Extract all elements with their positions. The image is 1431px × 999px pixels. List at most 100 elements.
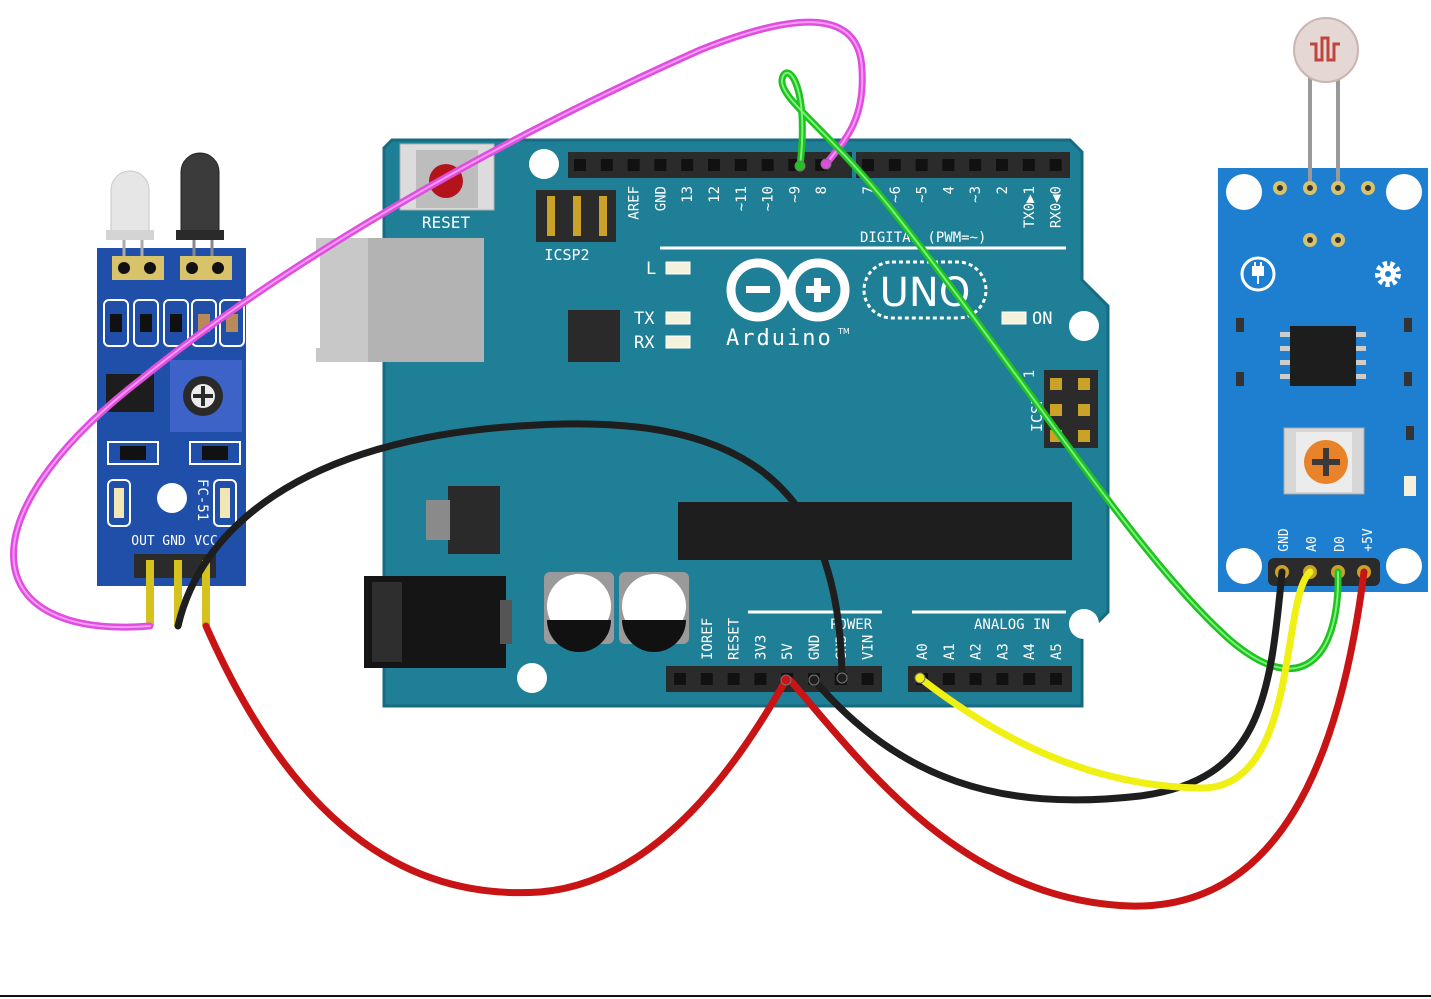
usb-port (300, 238, 484, 362)
digital-pin-label: ~11 (734, 186, 750, 211)
analog-pin-label: A1 (942, 643, 958, 660)
wire-end (914, 672, 926, 684)
analog-pin-label: A2 (969, 643, 985, 660)
analog-pin-hole[interactable] (996, 673, 1009, 685)
ir-pin-gnd[interactable] (174, 560, 182, 626)
arduino-infinity-logo (726, 258, 850, 322)
smd-resistors (103, 299, 245, 347)
ir-pin-out[interactable] (146, 560, 154, 626)
digital-pin-hole[interactable] (862, 159, 874, 171)
power-pin-hole[interactable] (674, 673, 686, 685)
wire-end (794, 160, 806, 172)
icsp2-label: ICSP2 (544, 246, 589, 264)
digital-pin-hole[interactable] (627, 159, 640, 171)
capacitor-2 (619, 572, 689, 652)
digital-pin-hole[interactable] (888, 159, 901, 171)
digital-label: DIGITAL (PWM=~) (860, 230, 986, 246)
power-pin-label: 5V (780, 643, 796, 660)
ir-model-label: FC-51 (194, 479, 210, 521)
digital-pin-hole[interactable] (1022, 159, 1035, 171)
analog-pin-label: A3 (995, 643, 1011, 660)
wire-ldr-5v-to-5v[interactable] (786, 568, 1368, 910)
ir-receiver-led (176, 152, 224, 262)
icsp2-header (536, 190, 616, 242)
power-pin-hole[interactable] (861, 673, 874, 685)
wire-ir-gnd-to-gnd[interactable] (174, 420, 846, 682)
led-pads (112, 256, 232, 280)
wires (10, 18, 1368, 910)
board-outline (382, 138, 1110, 708)
digital-pin-hole[interactable] (761, 159, 774, 171)
voltage-regulator (426, 486, 500, 554)
analog-pin-label: A4 (1022, 643, 1038, 660)
wire-highlight (12, 21, 864, 629)
ir-pin-vcc[interactable] (202, 560, 210, 626)
analog-label: ANALOG IN (974, 617, 1050, 633)
ldr-pads (1273, 181, 1375, 247)
ir-pin-label-out: OUT (131, 534, 155, 549)
digital-pin-hole[interactable] (942, 159, 955, 171)
mount-hole (1069, 311, 1099, 341)
digital-pin-label: ~9 (787, 186, 803, 203)
analog-pin-label: A5 (1049, 643, 1065, 660)
digital-pin-label: GND (653, 186, 669, 211)
analog-pin-hole[interactable] (1023, 673, 1036, 685)
digital-pin-hole[interactable] (574, 159, 586, 171)
digital-pin-hole[interactable] (681, 159, 694, 171)
analog-pin-hole[interactable] (1050, 673, 1062, 685)
digital-pin-hole[interactable] (969, 159, 982, 171)
digital-pin-hole[interactable] (600, 159, 613, 171)
ldr-mount-hole (1226, 548, 1262, 584)
digital-pin-hole[interactable] (708, 159, 720, 171)
power-pin-hole[interactable] (700, 673, 713, 685)
wire-ir-vcc-to-5v[interactable] (202, 622, 790, 897)
sensitivity-potentiometer[interactable] (170, 360, 242, 432)
atmega-chip (678, 502, 1072, 560)
icsp-pin1-label: 1 (1022, 370, 1038, 378)
ir-pin-label-vcc: VCC (194, 534, 217, 549)
photoresistor (1293, 17, 1359, 186)
mount-hole (517, 663, 547, 693)
digital-pin-label: 7 (861, 186, 877, 194)
arduino-tm: TM (837, 327, 850, 336)
wire-end (780, 674, 792, 686)
digital-pin-label: ~5 (915, 186, 931, 203)
analog-pin-hole[interactable] (942, 673, 955, 685)
led-l (665, 261, 691, 275)
capacitor-1 (544, 572, 614, 652)
digital-pin-hole[interactable] (654, 159, 667, 171)
arduino-uno-board: RESET ICSP2 L TX RX ON (300, 138, 1110, 708)
ldr-potentiometer[interactable] (1283, 427, 1365, 495)
digital-pin-label: 12 (707, 186, 723, 203)
wire-ldr-gnd-to-gnd[interactable] (810, 568, 1286, 804)
digital-pin-label: 4 (941, 186, 957, 194)
power-pin-hole[interactable] (754, 673, 767, 685)
power-pin-label: IOREF (700, 618, 716, 660)
power-pin-label: VIN (861, 635, 877, 660)
led-rx (665, 335, 691, 349)
led-on (1001, 311, 1027, 325)
arduino-brand: Arduino (726, 326, 833, 351)
wire-end (836, 672, 848, 684)
ldr-pin-label-5v: +5V (1361, 528, 1376, 552)
smd-capacitors (107, 441, 241, 465)
led-tx-label: TX (634, 309, 655, 329)
digital-pin-label: 13 (680, 186, 696, 203)
digital-pin-hole[interactable] (915, 159, 928, 171)
analog-pin-hole[interactable] (969, 673, 982, 685)
smd-parts (1236, 318, 1416, 496)
power-pin-label: RESET (727, 617, 743, 660)
digital-pin-label: ~10 (761, 186, 777, 211)
status-leds (107, 479, 237, 527)
digital-pin-hole[interactable] (996, 159, 1008, 171)
digital-pin-hole[interactable] (1049, 159, 1062, 171)
wire-ldr-a0-to-a0[interactable] (916, 568, 1314, 792)
led-tx (665, 311, 691, 325)
ir-sensor-module: FC-51 OUT GND VCC (97, 152, 246, 626)
power-plug-icon (1240, 256, 1276, 292)
mount-hole (1069, 609, 1099, 639)
power-pin-hole[interactable] (727, 673, 740, 685)
ir-mount-hole (157, 483, 187, 513)
digital-pin-hole[interactable] (734, 159, 747, 171)
